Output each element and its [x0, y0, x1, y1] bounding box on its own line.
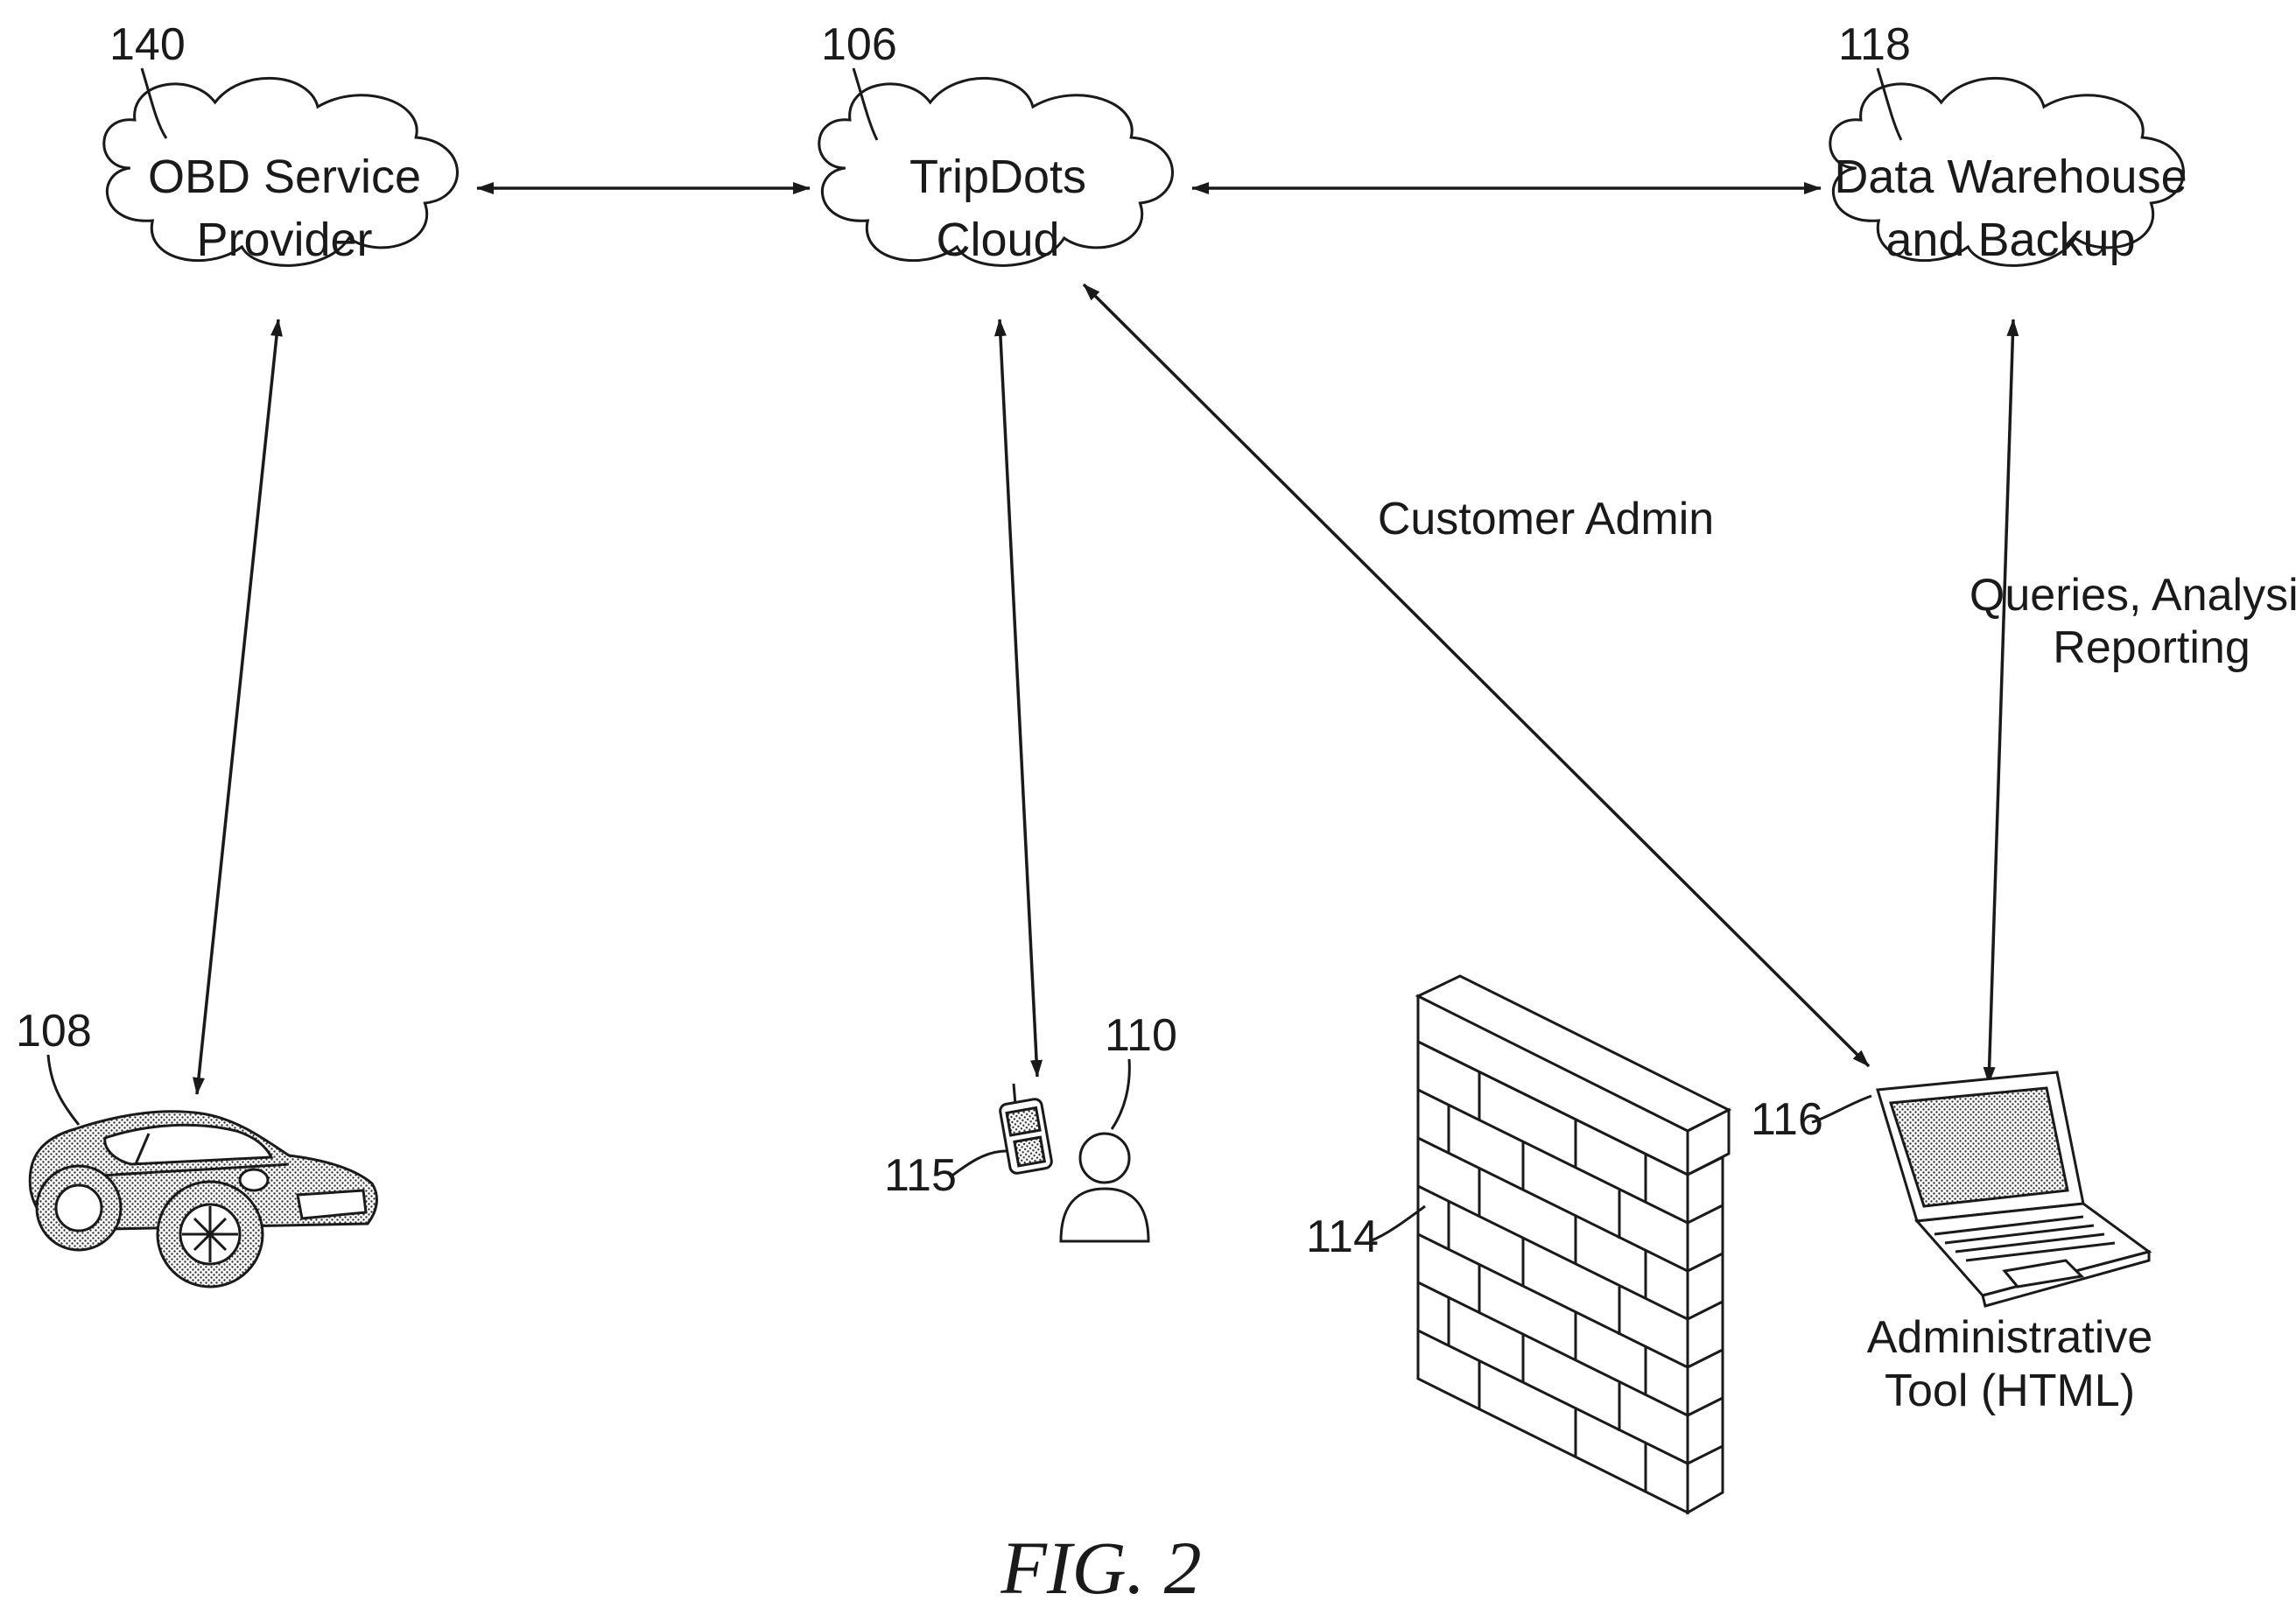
firewall-icon — [1418, 976, 1729, 1513]
ref-114: 114 — [1306, 1211, 1379, 1262]
link-warehouse-laptop — [1989, 319, 2013, 1084]
link-obd-car — [197, 319, 278, 1094]
queries-label-2: Reporting — [2053, 622, 2250, 673]
tripdots-cloud-label-2: Cloud — [936, 214, 1059, 266]
link-tripdots-laptop — [1084, 284, 1869, 1066]
leader-110 — [1112, 1059, 1129, 1129]
figure-caption: FIG. 2 — [1000, 1526, 1201, 1610]
leader-115 — [950, 1151, 1007, 1177]
laptop-label-1: Administrative — [1867, 1312, 2153, 1363]
leader-108 — [48, 1055, 79, 1125]
laptop-icon — [1878, 1072, 2149, 1306]
ref-106: 106 — [821, 19, 897, 70]
warehouse-cloud-label-1: Data Warehouse — [1834, 151, 2187, 203]
car-icon — [30, 1112, 376, 1287]
warehouse-cloud-label-2: and Backup — [1885, 214, 2135, 266]
ref-118: 118 — [1838, 19, 1911, 70]
ref-108: 108 — [16, 1006, 92, 1057]
user-icon — [1061, 1134, 1148, 1241]
customer-admin-label: Customer Admin — [1378, 494, 1714, 544]
ref-115: 115 — [884, 1150, 957, 1201]
tripdots-cloud-label-1: TripDots — [909, 151, 1086, 203]
obd-cloud-label-2: Provider — [196, 214, 372, 266]
link-tripdots-phone — [1000, 319, 1037, 1077]
ref-140: 140 — [109, 19, 186, 70]
phone-icon — [999, 1084, 1052, 1175]
laptop-label-2: Tool (HTML) — [1885, 1366, 2135, 1416]
queries-label-1: Queries, Analysis, — [1970, 570, 2296, 621]
obd-cloud-label-1: OBD Service — [148, 151, 421, 203]
ref-110: 110 — [1105, 1010, 1177, 1061]
ref-116: 116 — [1751, 1094, 1823, 1145]
